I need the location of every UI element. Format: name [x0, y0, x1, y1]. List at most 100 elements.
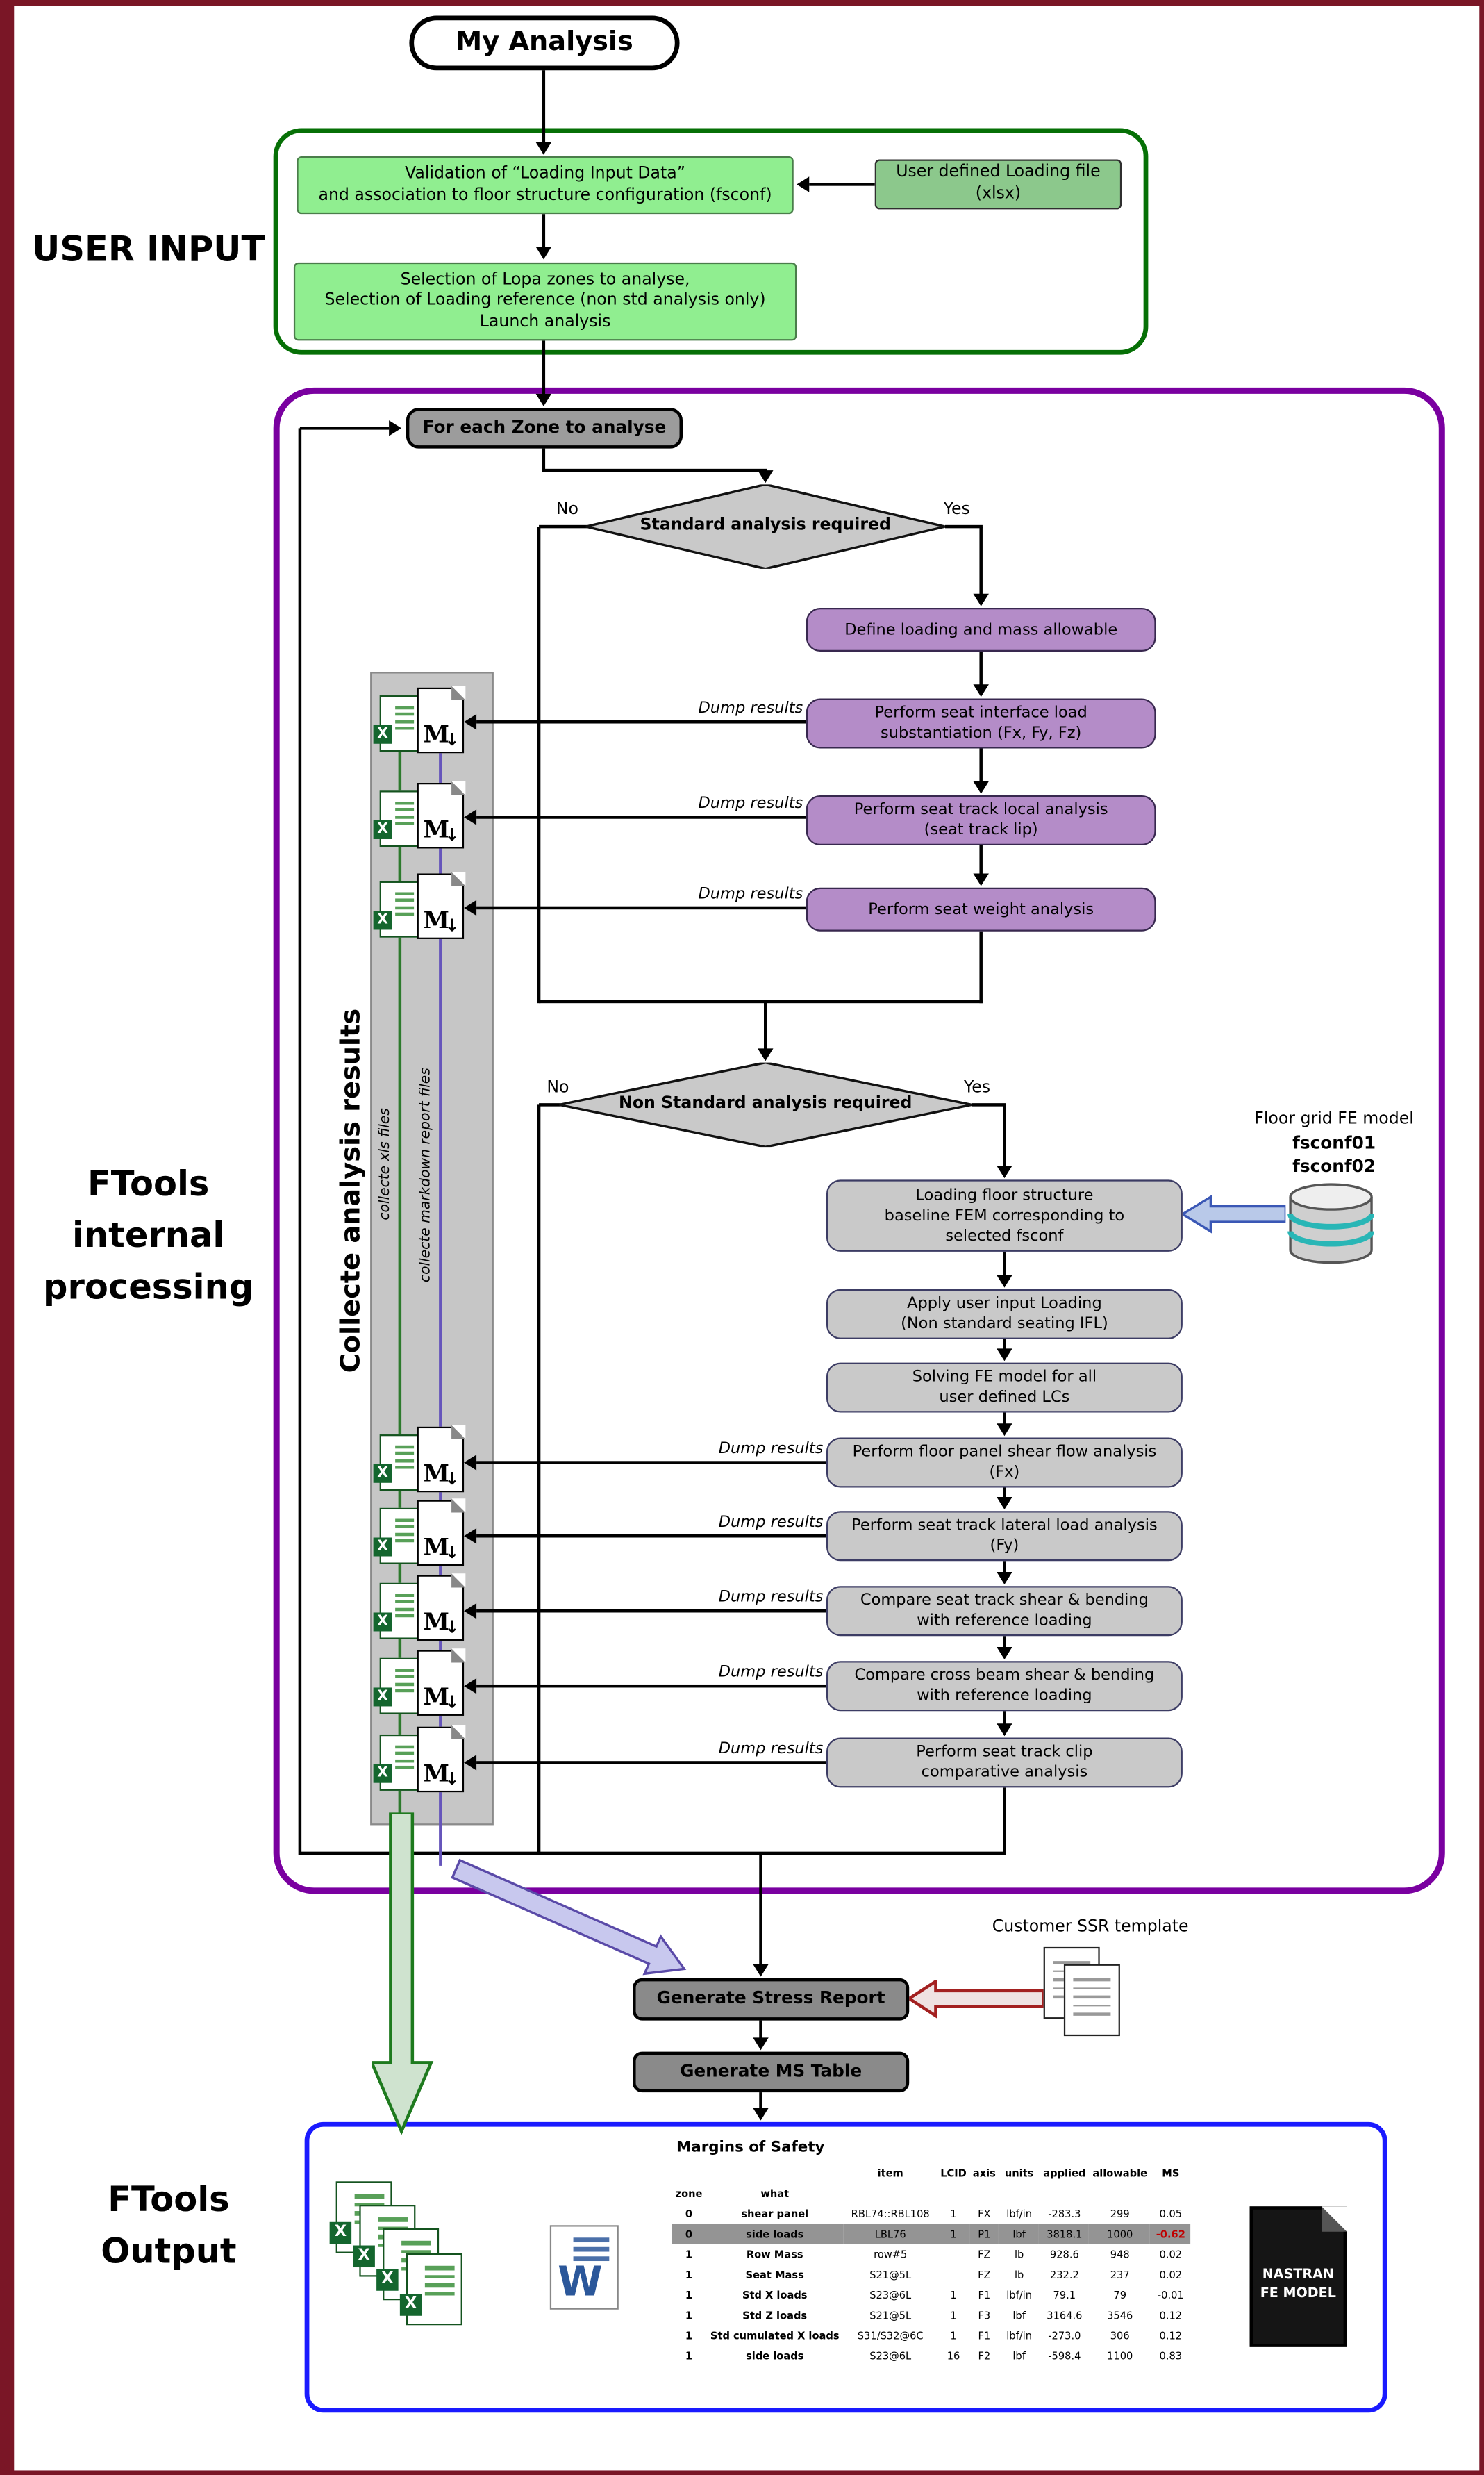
- arrowhead: [797, 176, 810, 192]
- table-cell: FZ: [978, 2268, 991, 2281]
- table-cell: LBL76: [843, 2224, 937, 2244]
- arrowhead: [997, 1723, 1012, 1737]
- table-header-cell: [1040, 2183, 1090, 2203]
- generate-stress-report-box: Generate Stress Report: [633, 1978, 910, 2021]
- connector-line: [809, 183, 875, 186]
- connector-line: [759, 2092, 762, 2118]
- arrowhead: [758, 1048, 774, 1061]
- table-cell: 79.1: [1053, 2288, 1076, 2301]
- table-cell: shear panel: [741, 2207, 809, 2220]
- table-cell: [937, 2265, 970, 2285]
- collect-md-label: collecte markdown report files: [418, 1068, 435, 1283]
- markdown-file-icon: M↓: [417, 872, 465, 939]
- non-standard-no-label: No: [547, 1078, 569, 1098]
- for-each-zone-box: For each Zone to analyse: [406, 408, 683, 449]
- markdown-m-badge: M: [423, 1459, 449, 1488]
- excel-x-badge: X: [373, 1764, 392, 1783]
- step-compare-track-shear: Compare seat track shear & bending with …: [826, 1586, 1183, 1637]
- table-cell: row#5: [874, 2247, 908, 2260]
- connector-line: [537, 1104, 540, 1855]
- selection-step: Selection of Lopa zones to analyse, Sele…: [293, 262, 797, 341]
- dump-results-label: Dump results: [698, 886, 803, 904]
- arrowhead: [535, 393, 552, 406]
- markdown-file-icon: M↓: [417, 1725, 465, 1793]
- connector-line: [979, 748, 983, 791]
- ms-table-title: Margins of Safety: [676, 2139, 825, 2157]
- table-cell: 1: [950, 2288, 957, 2301]
- standard-analysis-label: Standard analysis required: [640, 515, 891, 535]
- dump-results-label: Dump results: [718, 1664, 824, 1682]
- validation-step: Validation of “Loading Input Data” and a…: [297, 156, 794, 215]
- connector-line: [1003, 1104, 1006, 1175]
- table-cell: lbf/in: [1006, 2288, 1033, 2301]
- table-cell: F1: [978, 2288, 991, 2301]
- non-standard-yes-label: Yes: [963, 1078, 991, 1098]
- table-cell: Seat Mass: [745, 2268, 804, 2281]
- table-cell: -273.0: [1048, 2328, 1081, 2342]
- connector-line: [759, 1853, 762, 1974]
- step-track-clip-comparative: Perform seat track clip comparative anal…: [826, 1737, 1183, 1788]
- table-cell: S21@5L: [869, 2308, 912, 2321]
- excel-file-icon: X: [399, 2253, 462, 2326]
- excel-file-icon: X: [373, 1582, 421, 1639]
- frame-bottom: [0, 2470, 1484, 2475]
- collect-panel-title: Collecte analysis results: [335, 1008, 367, 1373]
- excel-file-icon: X: [373, 881, 421, 938]
- markdown-m-badge: M: [423, 1607, 449, 1637]
- arrowhead: [758, 470, 774, 483]
- generate-ms-table-box: Generate MS Table: [633, 2051, 910, 2093]
- arrowhead: [997, 1497, 1012, 1510]
- excel-file-icon: X: [373, 1507, 421, 1564]
- non-standard-analysis-label: Non Standard analysis required: [619, 1094, 912, 1114]
- markdown-arrow-badge: ↓: [444, 1468, 460, 1489]
- table-cell: P1: [969, 2224, 999, 2244]
- table-cell: 1: [685, 2268, 693, 2281]
- markdown-m-badge: M: [423, 720, 449, 749]
- step-loading-baseline-fem: Loading floor structure baseline FEM cor…: [826, 1179, 1183, 1252]
- connector-line: [1003, 1412, 1006, 1433]
- connector-line: [1003, 1636, 1006, 1657]
- table-cell: F1: [978, 2328, 991, 2342]
- table-cell: 3164.6: [1047, 2308, 1083, 2321]
- connector-line: [944, 525, 983, 528]
- output-container: [304, 2121, 1387, 2413]
- markdown-arrow-badge: ↓: [444, 825, 460, 845]
- table-cell: S23@6L: [869, 2349, 912, 2362]
- fe-model-fsconf02: fsconf02: [1292, 1156, 1376, 1177]
- table-header-cell: [672, 2162, 706, 2183]
- table-header-cell: allowable: [1092, 2166, 1148, 2179]
- excel-x-badge: X: [373, 820, 392, 839]
- connector-line: [539, 525, 587, 528]
- arrowhead: [997, 1646, 1012, 1659]
- markdown-m-badge: M: [423, 906, 449, 935]
- table-cell: 1100: [1107, 2349, 1133, 2362]
- dump-connector: [476, 1534, 826, 1538]
- result-files-pair: X M↓: [373, 1725, 467, 1798]
- dump-connector: [476, 1461, 826, 1464]
- excel-x-badge: X: [373, 725, 392, 744]
- connector-line: [539, 1103, 561, 1107]
- table-cell: 79: [1113, 2288, 1127, 2301]
- arrowhead: [464, 1755, 477, 1771]
- table-header-cell: [844, 2183, 937, 2203]
- table-header-cell: [937, 2183, 970, 2203]
- dump-connector: [476, 1685, 826, 1687]
- page-fold-icon: [1322, 2206, 1347, 2232]
- page-fold-icon: [451, 1499, 465, 1514]
- connector-line: [299, 428, 301, 1855]
- markdown-file-icon: M↓: [417, 1649, 465, 1716]
- excel-x-badge: X: [399, 2294, 422, 2316]
- table-cell: 0.05: [1159, 2207, 1183, 2220]
- connector-line: [1003, 1787, 1006, 1855]
- dump-results-label: Dump results: [718, 1514, 824, 1532]
- dump-connector: [476, 1609, 826, 1612]
- table-cell: 0.83: [1159, 2349, 1183, 2362]
- markdown-arrow-badge: ↓: [444, 729, 460, 750]
- step-seat-weight: Perform seat weight analysis: [806, 887, 1156, 932]
- arrowhead: [753, 2108, 769, 2121]
- page-fold-icon: [451, 781, 465, 796]
